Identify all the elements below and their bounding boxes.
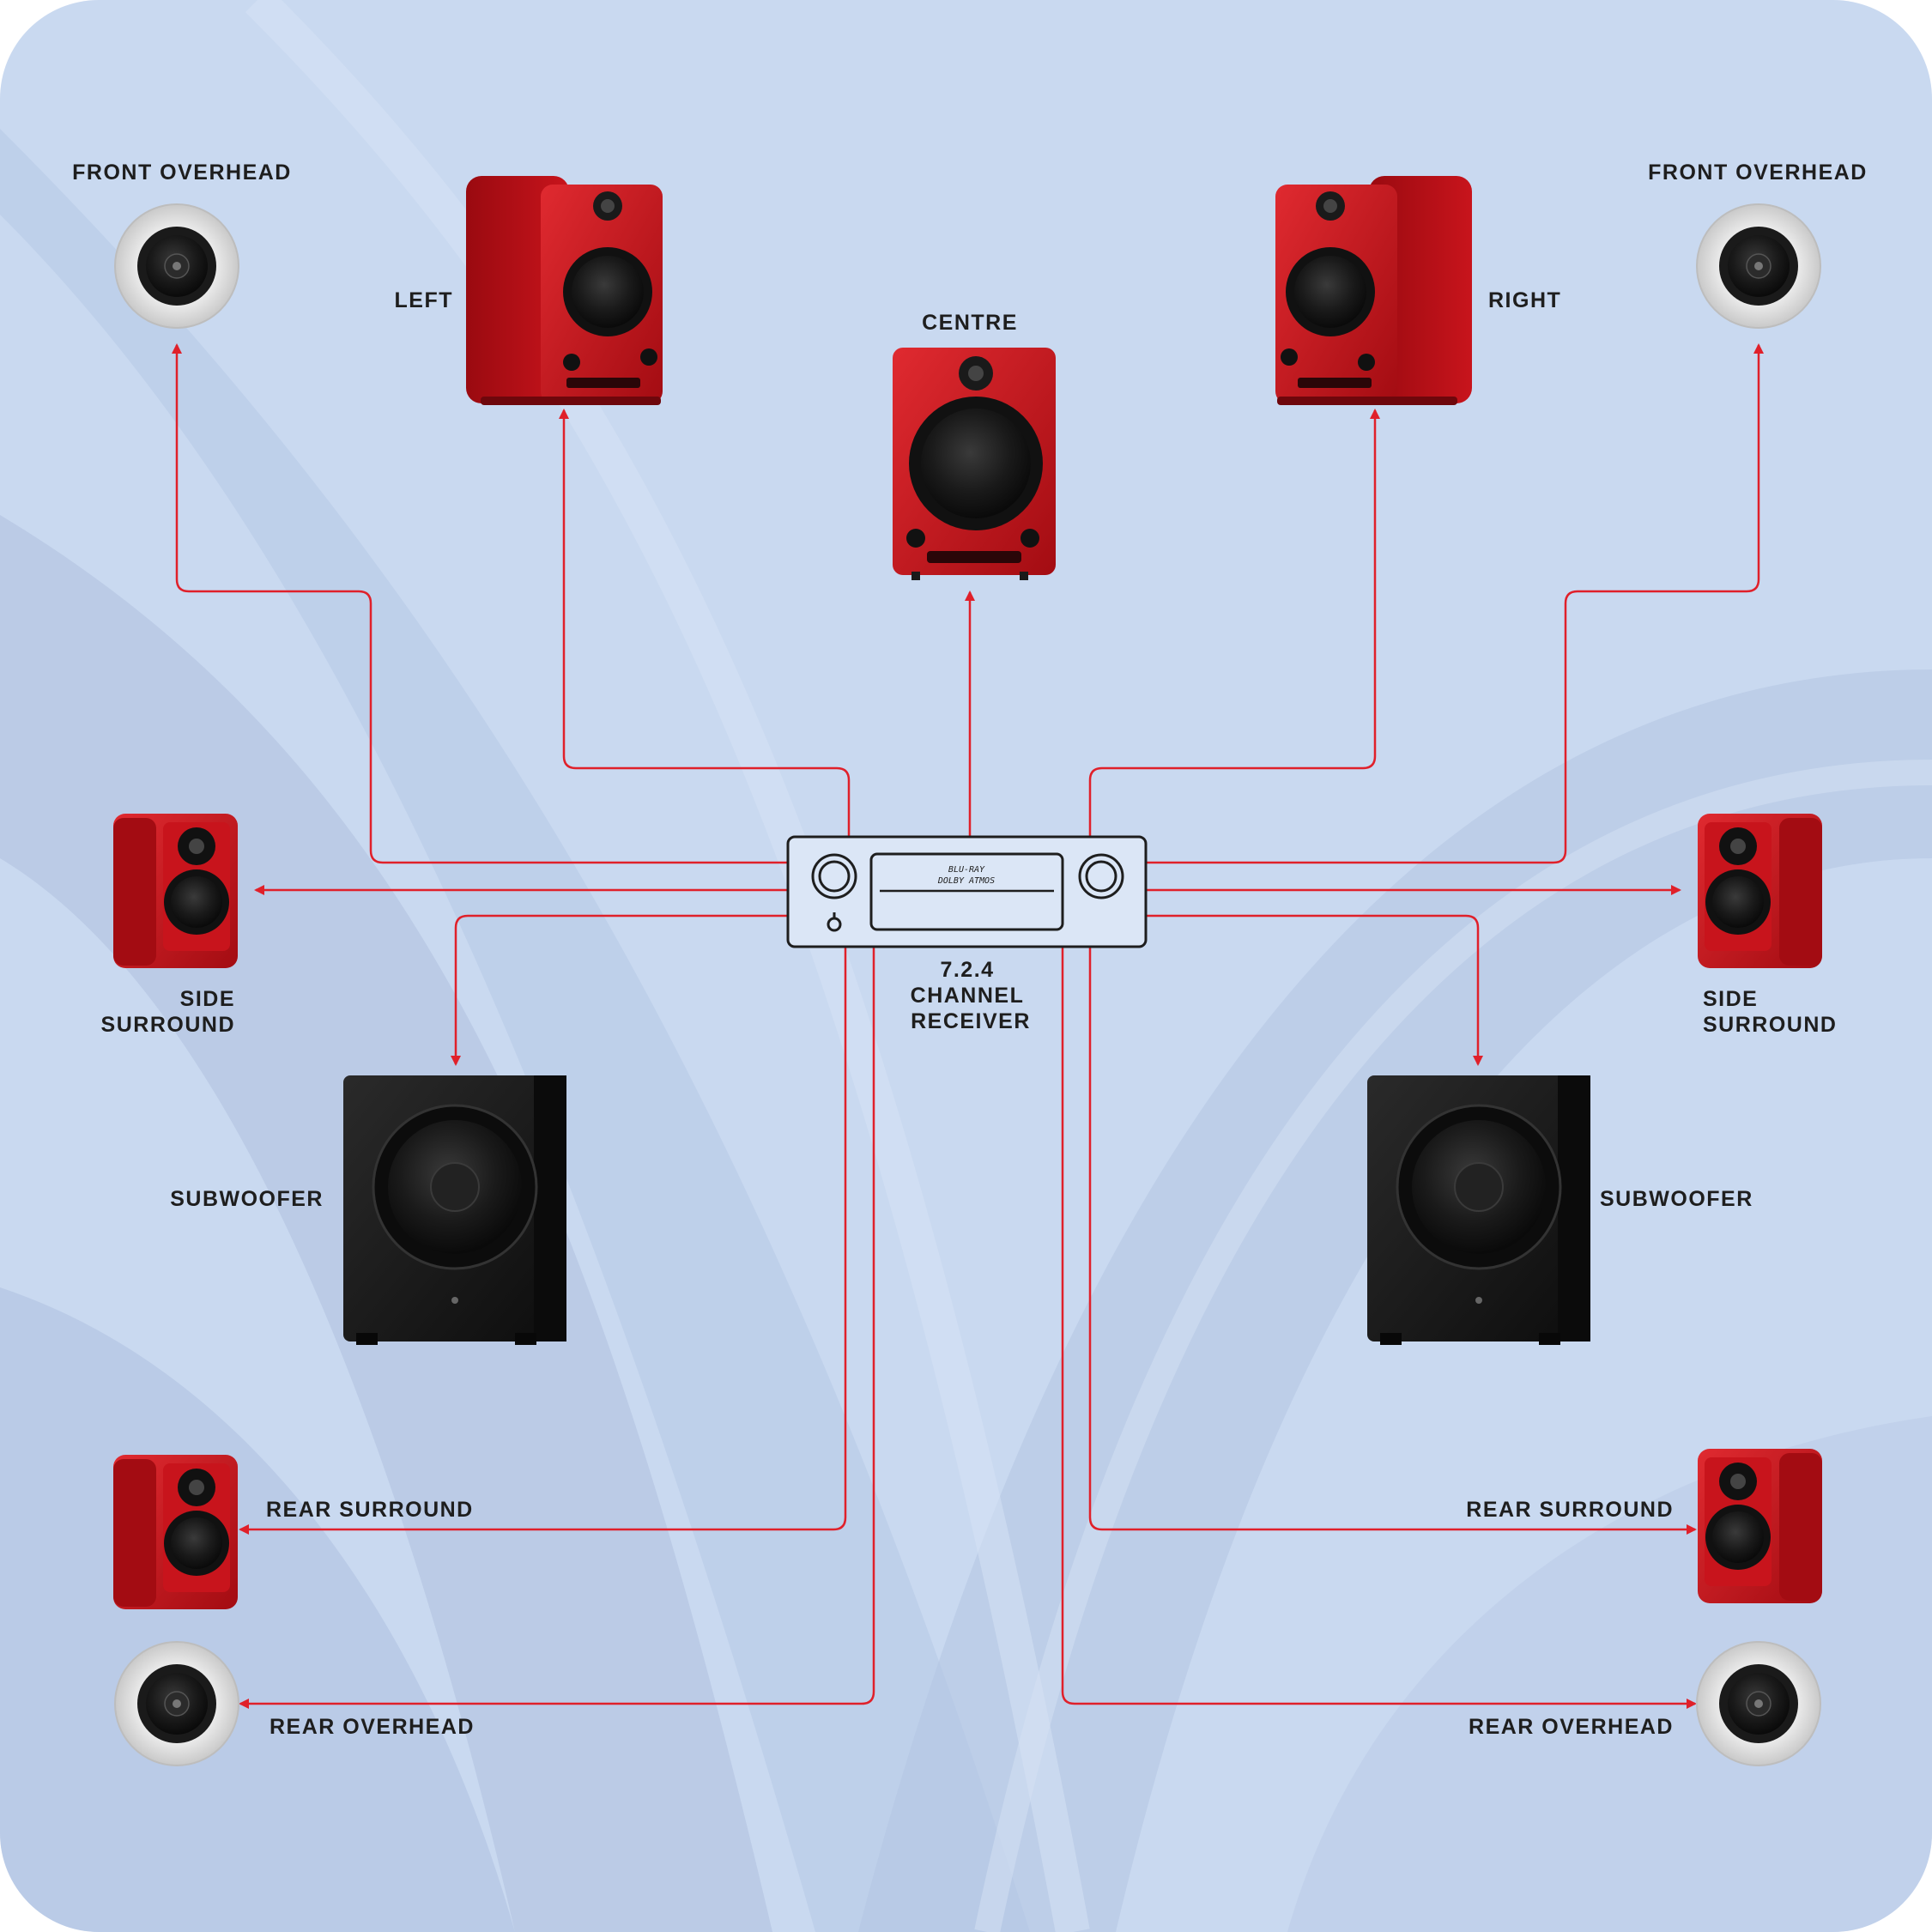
label-centre: CENTRE [922,311,1018,335]
label-side-surround-right-2: SURROUND [1703,1013,1837,1037]
receiver-display-line1: BLU-RAY [948,865,985,875]
wire-subwoofer-left [451,914,788,1066]
label-rear-overhead-left: REAR OVERHEAD [270,1715,475,1739]
ceiling-speaker-icon [1696,1641,1821,1766]
receiver: BLU-RAY DOLBY ATMOS 7.2.4 CHANNEL RECEIV… [786,835,1148,1033]
label-side-surround-left-2: SURROUND [101,1013,235,1037]
satellite-speaker-icon [1698,814,1822,968]
bookshelf-speaker-icon [466,176,663,405]
wire-rear-surround-right [1088,947,1697,1535]
wiring [172,343,1764,1709]
label-subwoofer-left: SUBWOOFER [170,1187,324,1211]
speaker-labels: FRONT OVERHEAD FRONT OVERHEAD LEFT CENTR… [72,160,1868,1739]
label-side-surround-left-1: SIDE [180,987,235,1011]
receiver-label-line2: CHANNEL [911,984,1025,1008]
centre-speaker-icon [893,348,1056,580]
wire-rear-overhead-left [239,947,875,1709]
wire-rear-overhead-right [1061,947,1697,1709]
label-left: LEFT [395,288,454,312]
label-front-overhead-left: FRONT OVERHEAD [72,160,292,185]
satellite-speaker-icon [113,1455,238,1609]
ceiling-speaker-icon [1696,203,1821,329]
wire-subwoofer-right [1146,914,1483,1066]
label-right: RIGHT [1488,288,1561,312]
receiver-knob-right [1078,853,1124,899]
wire-rear-surround-left [239,947,847,1535]
receiver-display [869,852,1064,931]
wire-front-overhead-left [172,343,788,864]
bookshelf-speaker-icon [1275,176,1472,405]
wire-left [559,409,851,837]
wire-front-overhead-right [1146,343,1764,864]
satellite-speaker-icon [113,814,238,968]
label-rear-surround-right: REAR SURROUND [1466,1498,1674,1522]
receiver-knob-left [811,853,857,899]
ceiling-speaker-icon [114,1641,239,1766]
wire-right [1088,409,1380,837]
ceiling-speaker-icon [114,203,239,329]
label-side-surround-right-1: SIDE [1703,987,1758,1011]
label-rear-overhead-right: REAR OVERHEAD [1469,1715,1674,1739]
satellite-speaker-icon [1698,1449,1822,1603]
label-subwoofer-right: SUBWOOFER [1600,1187,1753,1211]
receiver-label-line3: RECEIVER [911,1009,1031,1033]
receiver-display-line2: DOLBY ATMOS [937,876,995,886]
receiver-label-line1: 7.2.4 [940,958,994,982]
label-rear-surround-left: REAR SURROUND [266,1498,474,1522]
subwoofer-icon [343,1075,566,1345]
subwoofer-icon [1367,1075,1590,1345]
label-front-overhead-right: FRONT OVERHEAD [1648,160,1868,185]
